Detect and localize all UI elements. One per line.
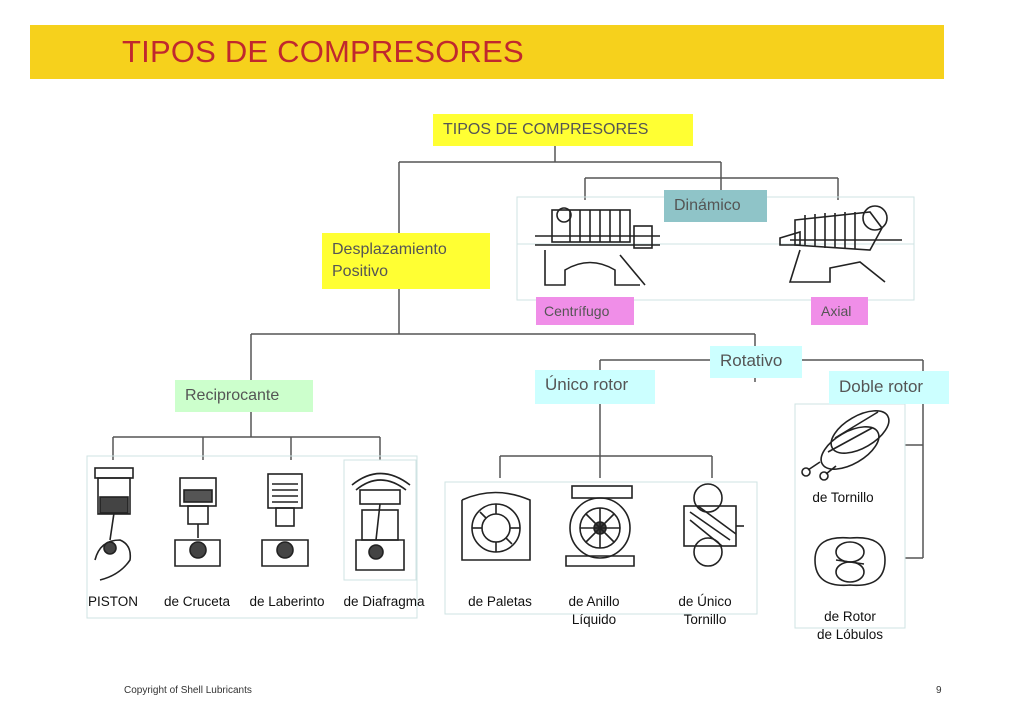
centrifugal-compressor-icon [535, 207, 660, 286]
rotary-node: Rotativo [710, 346, 802, 378]
leaf-single-screw: de Único Tornillo [664, 593, 746, 629]
leaf-vane: de Paletas [468, 594, 532, 609]
dynamic-node: Dinámico [664, 190, 767, 222]
double-rotor-node: Doble rotor [829, 371, 949, 404]
page-number: 9 [936, 685, 942, 696]
leaf-diaphragm: de Diafragma [343, 594, 425, 609]
axial-node: Axial [811, 297, 868, 325]
lobe-compressor-icon [814, 536, 886, 587]
positive-displacement-line2: Positivo [332, 263, 389, 280]
leaf-single-screw-line2: Tornillo [683, 612, 727, 627]
leaf-lobe: de Rotor de Lóbulos [806, 608, 894, 644]
reciprocating-node: Reciprocante [175, 380, 313, 412]
piston-compressor-icon [94, 467, 134, 581]
leaf-single-screw-line1: de Único [678, 594, 732, 609]
diaphragm-compressor-icon [351, 472, 411, 571]
centrifugal-node: Centrífugo [536, 297, 634, 325]
copyright-text: Copyright of Shell Lubricants [124, 685, 252, 696]
image-frames [86, 196, 915, 629]
leaf-labyrinth: de Laberinto [249, 594, 325, 609]
axial-compressor-icon [779, 205, 902, 283]
leaf-lobe-line1: de Rotor [824, 609, 876, 624]
leaf-liquid-ring-line2: Líquido [571, 612, 617, 627]
leaf-lobe-line2: de Lóbulos [816, 627, 884, 642]
leaf-piston: PISTON [87, 594, 138, 609]
single-screw-compressor-icon [683, 483, 744, 567]
liquid-ring-compressor-icon [565, 485, 635, 567]
leaf-liquid-ring: de Anillo Líquido [554, 593, 634, 629]
leaf-crosshead: de Cruceta [163, 594, 231, 609]
labyrinth-compressor-icon [261, 473, 309, 567]
crosshead-compressor-icon [174, 477, 221, 567]
root-node: TIPOS DE COMPRESORES [433, 114, 693, 146]
slide-title: TIPOS DE COMPRESORES [122, 34, 524, 69]
leaf-twin-screw: de Tornillo [812, 490, 874, 505]
leaf-liquid-ring-line1: de Anillo [568, 594, 620, 609]
single-rotor-node: Único rotor [535, 370, 655, 404]
title-banner [30, 25, 944, 79]
vane-compressor-icon [461, 491, 531, 561]
positive-displacement-node: Desplazamiento Positivo [322, 233, 490, 289]
twin-screw-compressor-icon [801, 410, 890, 481]
positive-displacement-line1: Desplazamiento [332, 241, 447, 258]
